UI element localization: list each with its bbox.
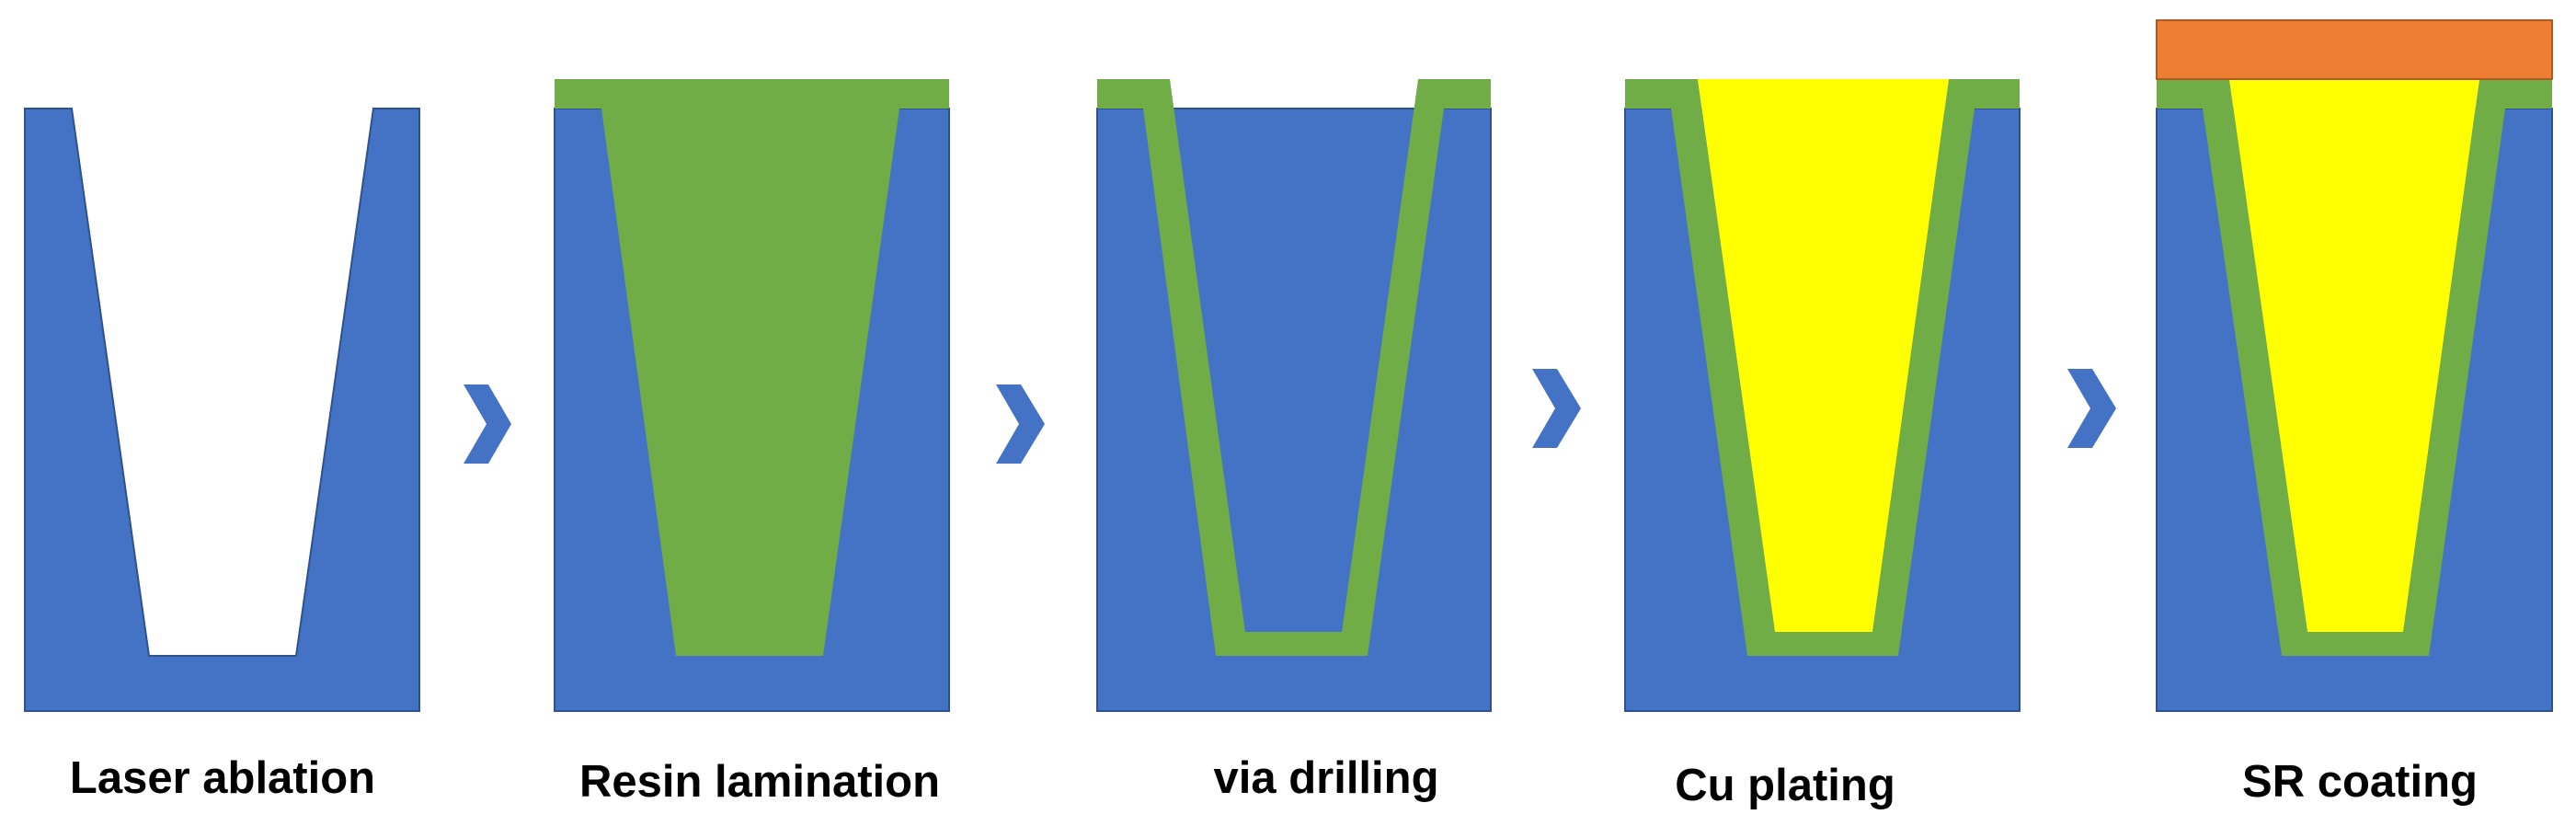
- solder-resist-layer: [2156, 19, 2553, 80]
- step-label-cu-plating: Cu plating: [1675, 761, 1895, 810]
- step-resin-lamination: Resin lamination: [554, 79, 950, 807]
- substrate-block: [24, 108, 420, 712]
- step-label-via-drilling: via drilling: [1213, 753, 1438, 803]
- step-laser-ablation: Laser ablation: [24, 108, 420, 803]
- copper-fill: [2229, 79, 2479, 632]
- step-label-laser-ablation: Laser ablation: [70, 753, 375, 803]
- step-label-resin-lamination: Resin lamination: [579, 757, 940, 807]
- chevron-right-icon: [996, 384, 1045, 464]
- step-cu-plating: Cu plating: [1624, 79, 2021, 810]
- step-label-sr-coating: SR coating: [2242, 757, 2478, 807]
- copper-fill: [1698, 79, 1949, 632]
- chevron-right-icon: [2067, 369, 2116, 448]
- step-via-drilling: via drilling: [1096, 79, 1492, 803]
- chevron-right-icon: [464, 384, 511, 464]
- resin-top-layer: [555, 79, 949, 109]
- resin-via-fill: [601, 109, 899, 656]
- step-sr-coating: SR coating: [2156, 19, 2553, 807]
- chevron-right-icon: [1532, 369, 1581, 448]
